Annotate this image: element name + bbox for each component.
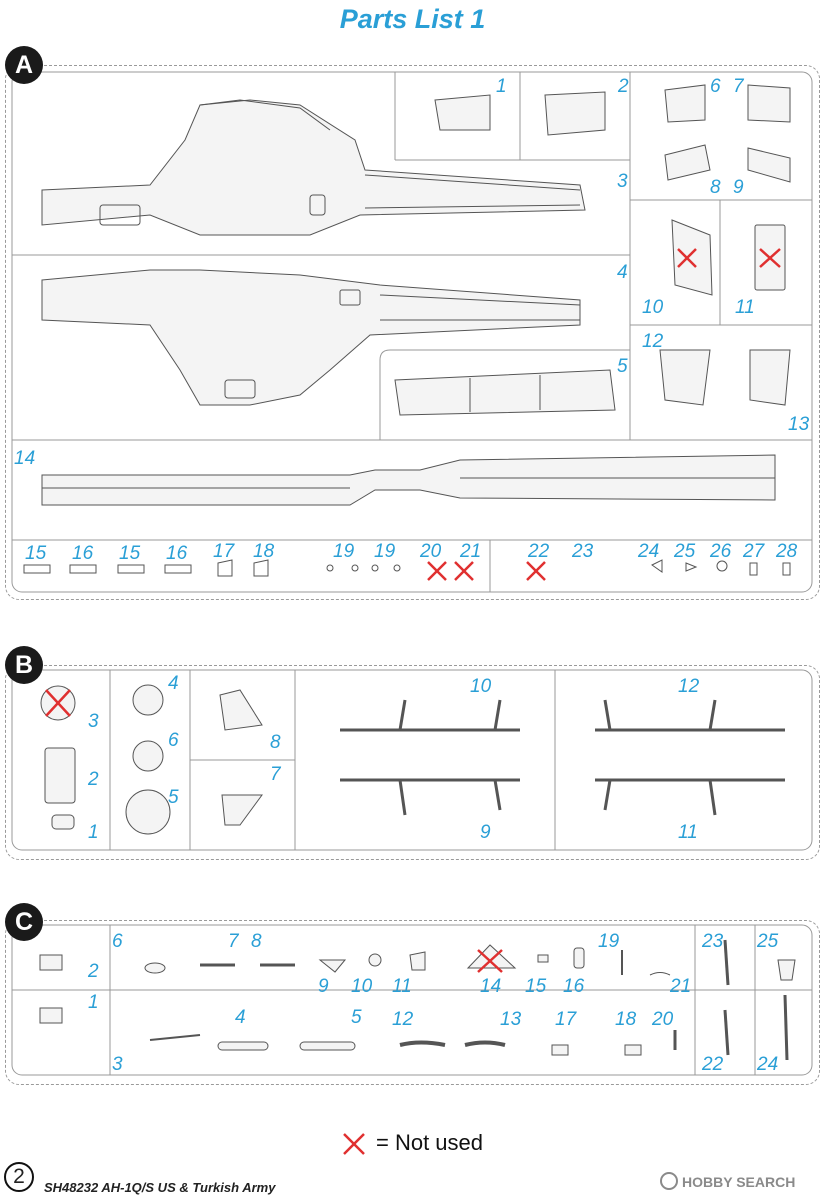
part-number: 2 xyxy=(618,76,629,97)
hobbysearch-logo-icon xyxy=(660,1172,678,1190)
part-number: 10 xyxy=(470,676,492,697)
part-number: 20 xyxy=(420,541,442,562)
kit-title: SH48232 AH-1Q/S US & Turkish Army xyxy=(44,1180,276,1195)
part-number: 8 xyxy=(270,732,281,753)
part-number: 19 xyxy=(374,541,396,562)
part-number: 18 xyxy=(253,541,275,562)
part-number: 7 xyxy=(270,764,281,785)
legend-text: = Not used xyxy=(376,1130,484,1155)
watermark: HOBBY SEARCH xyxy=(660,1172,795,1190)
part-number: 11 xyxy=(678,822,698,843)
part-number: 9 xyxy=(318,976,329,997)
sprue-c-frame xyxy=(5,920,820,1085)
part-number: 2 xyxy=(88,961,99,982)
part-number: 15 xyxy=(119,543,141,564)
part-number: 5 xyxy=(168,787,179,808)
part-number: 25 xyxy=(757,931,779,952)
cross-mark-icon xyxy=(343,1133,365,1155)
part-number: 7 xyxy=(228,931,239,952)
sprue-b-frame xyxy=(5,665,820,860)
part-number: 23 xyxy=(702,931,724,952)
part-number: 7 xyxy=(733,76,744,97)
part-number: 13 xyxy=(788,414,810,435)
part-number: 14 xyxy=(480,976,502,997)
sprue-b-badge: B xyxy=(5,646,43,684)
part-number: 21 xyxy=(460,541,482,562)
part-number: 26 xyxy=(710,541,732,562)
part-number: 16 xyxy=(72,543,94,564)
part-number: 24 xyxy=(638,541,660,562)
part-number: 3 xyxy=(617,171,628,192)
part-number: 15 xyxy=(25,543,47,564)
part-number: 8 xyxy=(251,931,262,952)
part-number: 18 xyxy=(615,1009,637,1030)
watermark-text: HOBBY SEARCH xyxy=(682,1174,796,1190)
part-number: 5 xyxy=(351,1007,362,1028)
part-number: 17 xyxy=(213,541,235,562)
part-number: 10 xyxy=(351,976,373,997)
part-number: 12 xyxy=(642,331,664,352)
part-number: 6 xyxy=(710,76,721,97)
part-number: 22 xyxy=(528,541,550,562)
part-number: 4 xyxy=(235,1007,246,1028)
part-number: 14 xyxy=(14,448,36,469)
part-number: 13 xyxy=(500,1009,522,1030)
part-number: 15 xyxy=(525,976,547,997)
part-number: 24 xyxy=(757,1054,779,1075)
part-number: 19 xyxy=(333,541,355,562)
part-number: 3 xyxy=(88,711,99,732)
part-number: 25 xyxy=(674,541,696,562)
part-number: 16 xyxy=(563,976,585,997)
part-number: 11 xyxy=(735,297,755,318)
part-number: 1 xyxy=(496,76,507,97)
part-number: 1 xyxy=(88,822,99,843)
part-number: 6 xyxy=(112,931,123,952)
part-number: 16 xyxy=(166,543,188,564)
part-number: 23 xyxy=(572,541,594,562)
sprue-c-badge: C xyxy=(5,903,43,941)
page-number: 2 xyxy=(4,1162,34,1192)
part-number: 2 xyxy=(88,769,99,790)
page-title: Parts List 1 xyxy=(339,4,486,34)
part-number: 5 xyxy=(617,356,628,377)
not-used-cross-marks xyxy=(45,248,781,973)
part-number: 21 xyxy=(670,976,692,997)
part-number: 28 xyxy=(776,541,798,562)
part-number: 22 xyxy=(702,1054,724,1075)
part-number: 17 xyxy=(555,1009,577,1030)
part-number: 20 xyxy=(652,1009,674,1030)
part-number: 9 xyxy=(733,177,744,198)
sprue-a-badge: A xyxy=(5,46,43,84)
part-number: 4 xyxy=(617,262,628,283)
part-number: 4 xyxy=(168,673,179,694)
part-number: 8 xyxy=(710,177,721,198)
part-number: 1 xyxy=(88,992,99,1013)
part-number: 12 xyxy=(678,676,700,697)
part-number: 27 xyxy=(743,541,765,562)
part-number: 10 xyxy=(642,297,664,318)
part-number: 9 xyxy=(480,822,491,843)
part-number: 6 xyxy=(168,730,179,751)
part-number: 3 xyxy=(112,1054,123,1075)
sprue-a-frame xyxy=(5,65,820,600)
part-number: 11 xyxy=(392,976,412,997)
part-number: 12 xyxy=(392,1009,414,1030)
part-number: 19 xyxy=(598,931,620,952)
